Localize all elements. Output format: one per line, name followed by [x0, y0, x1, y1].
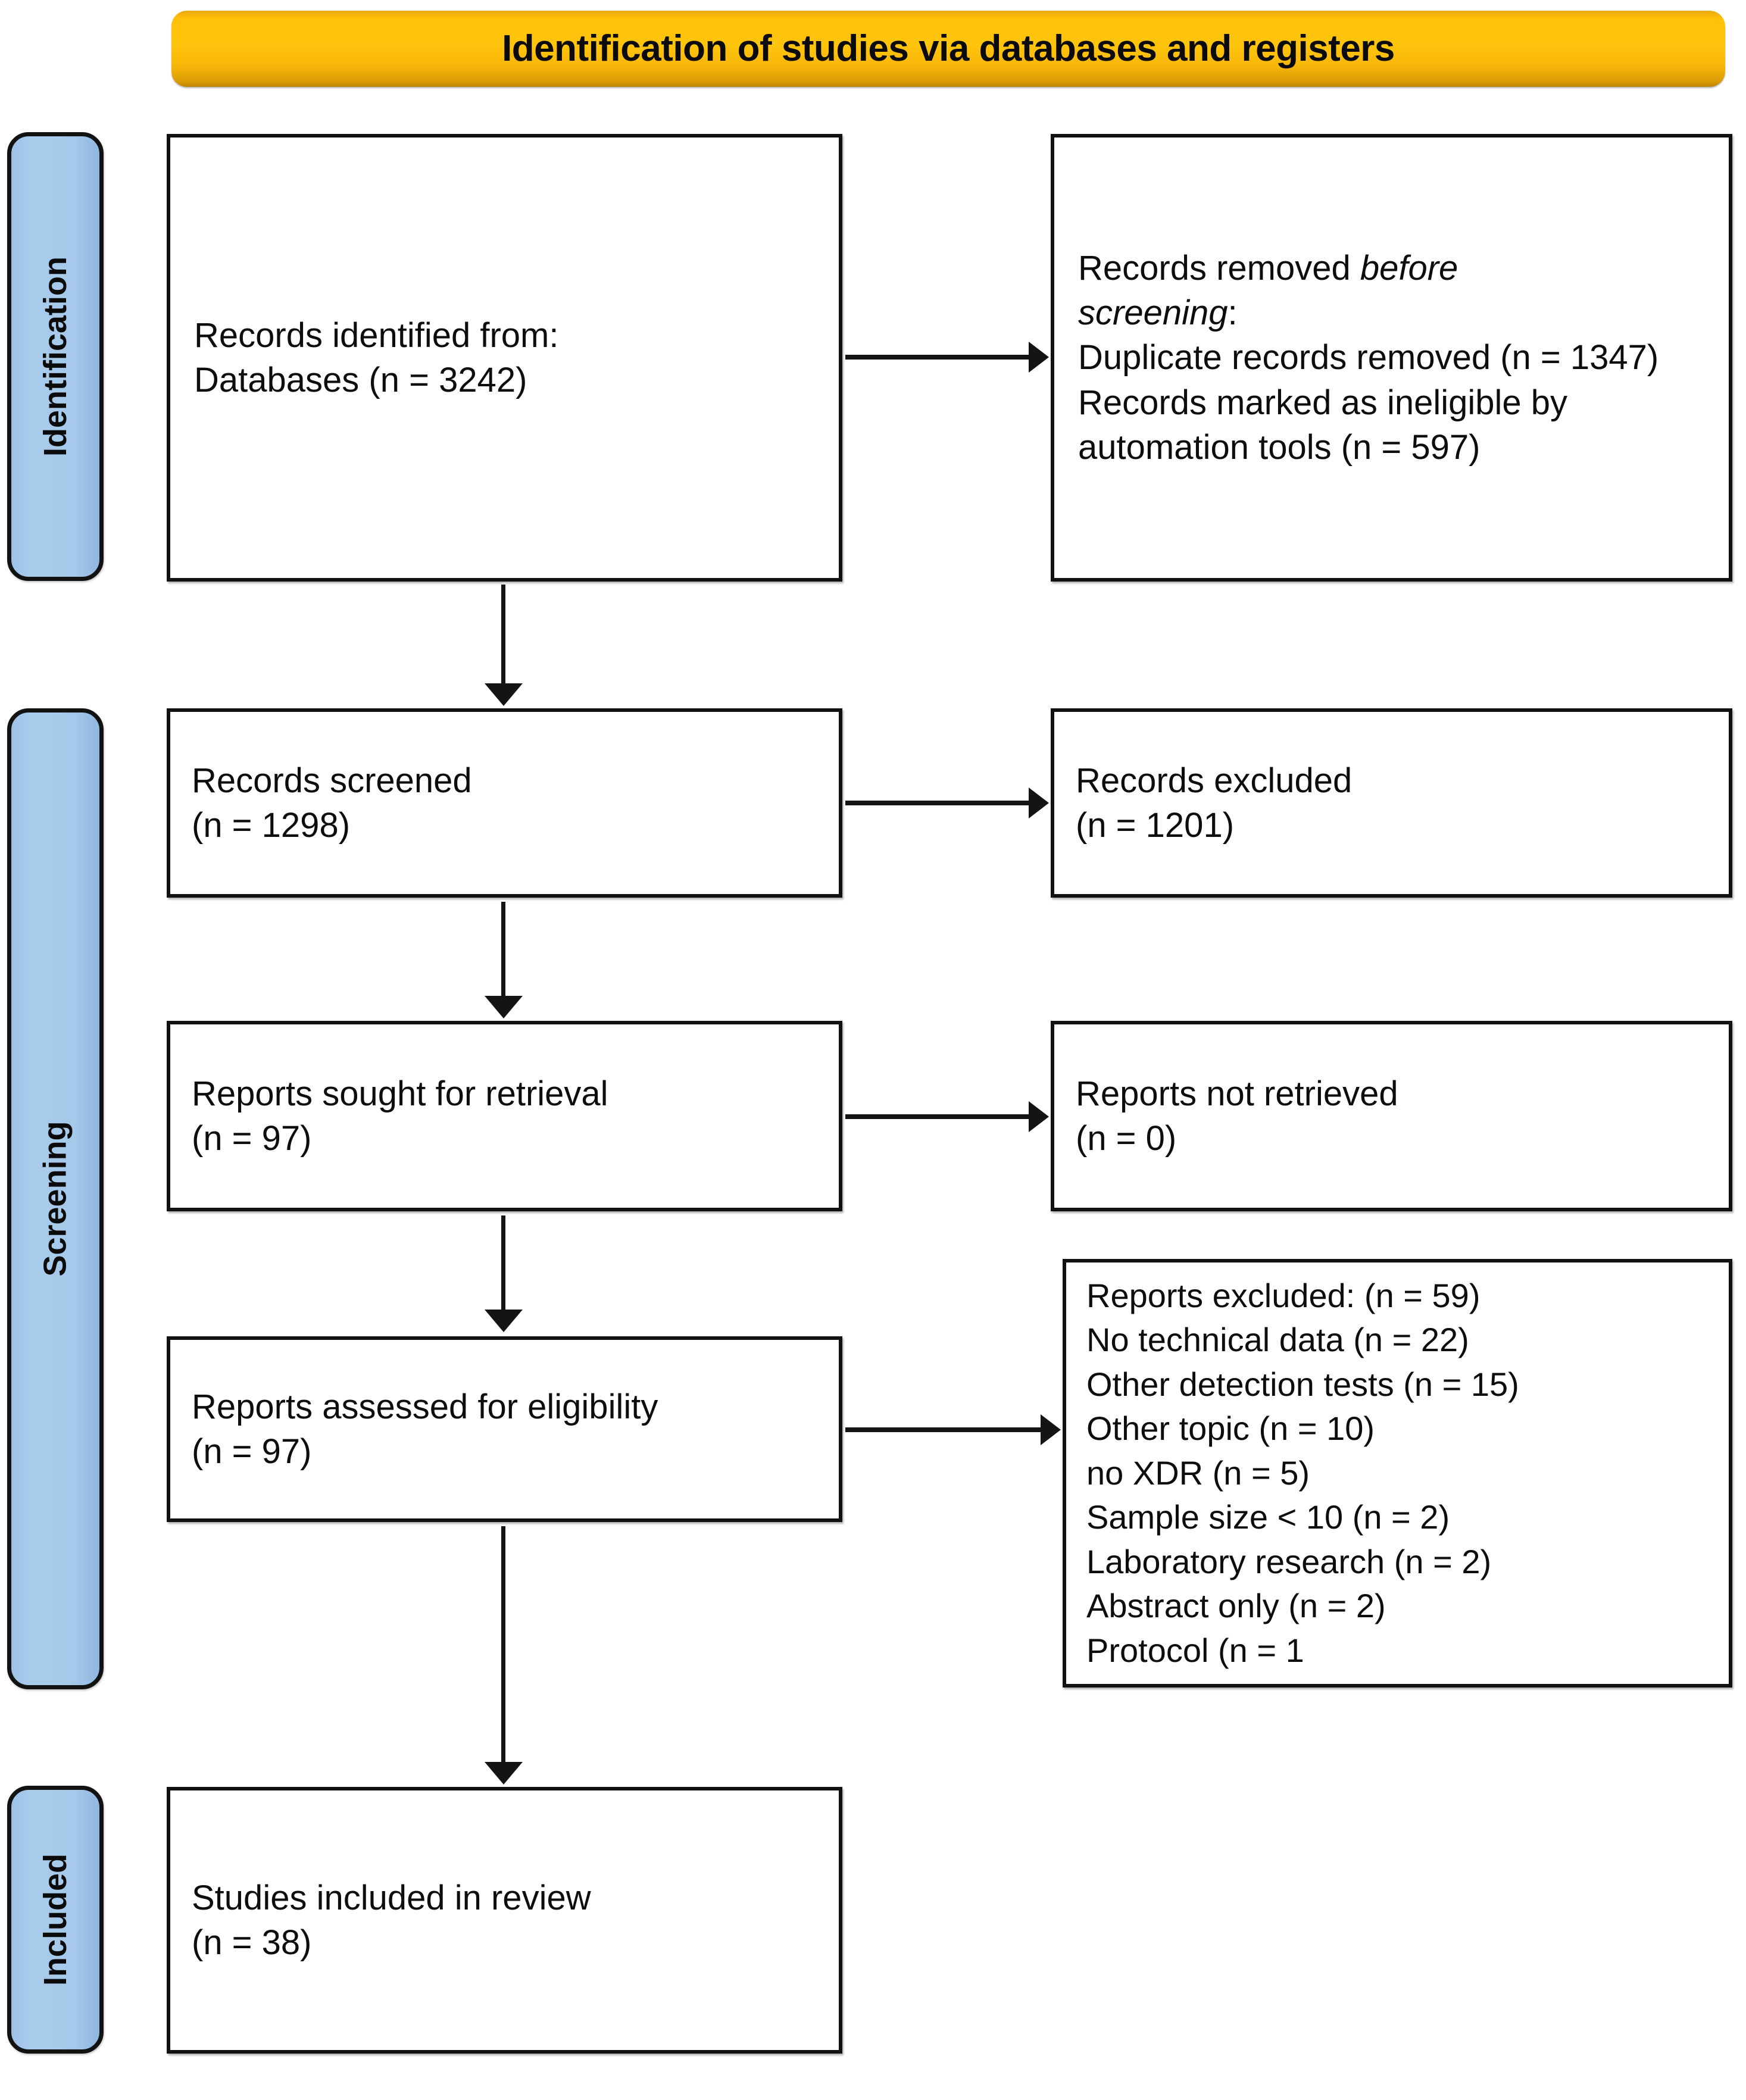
node-reports-excluded: Reports excluded: (n = 59) No technical … — [1063, 1259, 1732, 1688]
node-reports-excluded-line-1: Reports excluded: (n = 59) — [1086, 1276, 1480, 1314]
node-reports-excluded-content: Reports excluded: (n = 59) No technical … — [1066, 1274, 1729, 1673]
node-records-removed-line-1-prefix: Records removed — [1078, 248, 1360, 288]
stage-label-identification: Identification — [7, 132, 104, 581]
node-records-excluded: Records excluded (n = 1201) — [1051, 708, 1732, 898]
node-reports-not-retrieved-content: Reports not retrieved (n = 0) — [1054, 1071, 1729, 1161]
node-records-removed-line-2: screening: — [1078, 290, 1707, 335]
diagram-header-banner: Identification of studies via databases … — [171, 11, 1725, 87]
node-reports-assessed-content: Reports assessed for eligibility (n = 97… — [170, 1385, 839, 1474]
arrow-assessed-to-reports-excluded-icon — [845, 1427, 1043, 1432]
node-records-excluded-line-1: Records excluded — [1076, 761, 1353, 800]
node-studies-included-line-2: (n = 38) — [192, 1923, 312, 1962]
arrow-identified-to-removed-icon — [845, 355, 1031, 360]
stage-label-included-text: Included — [38, 1853, 74, 1986]
arrow-screened-to-sought-icon — [501, 902, 505, 998]
stage-label-screening: Screening — [7, 708, 104, 1689]
node-reports-sought: Reports sought for retrieval (n = 97) — [167, 1021, 842, 1211]
node-records-identified-line-2: Databases (n = 3242) — [194, 361, 527, 399]
node-records-screened: Records screened (n = 1298) — [167, 708, 842, 898]
node-reports-excluded-line-9: Protocol (n = 1 — [1086, 1631, 1304, 1669]
node-reports-excluded-line-2: No technical data (n = 22) — [1086, 1321, 1469, 1359]
node-records-removed: Records removed before screening: Duplic… — [1051, 134, 1732, 582]
node-reports-sought-line-2: (n = 97) — [192, 1119, 312, 1158]
node-studies-included-line-1: Studies included in review — [192, 1878, 591, 1917]
node-reports-assessed: Reports assessed for eligibility (n = 97… — [167, 1336, 842, 1522]
node-records-screened-line-1: Records screened — [192, 761, 472, 800]
diagram-title: Identification of studies via databases … — [502, 27, 1395, 69]
node-reports-excluded-line-6: Sample size < 10 (n = 2) — [1086, 1498, 1450, 1536]
node-reports-sought-content: Reports sought for retrieval (n = 97) — [170, 1071, 839, 1161]
node-records-removed-line-1: Records removed before — [1078, 246, 1707, 290]
node-reports-not-retrieved-line-1: Reports not retrieved — [1076, 1074, 1398, 1113]
node-reports-excluded-line-4: Other topic (n = 10) — [1086, 1410, 1375, 1448]
stage-label-included: Included — [7, 1786, 104, 2054]
node-records-excluded-content: Records excluded (n = 1201) — [1054, 758, 1729, 848]
arrow-sought-to-notretrieved-icon — [845, 1114, 1031, 1119]
node-studies-included-content: Studies included in review (n = 38) — [170, 1876, 839, 1965]
arrow-screened-to-excluded-icon — [845, 801, 1031, 805]
stage-label-screening-text: Screening — [38, 1121, 73, 1277]
node-reports-assessed-line-1: Reports assessed for eligibility — [192, 1387, 658, 1426]
node-reports-excluded-line-7: Laboratory research (n = 2) — [1086, 1542, 1492, 1580]
node-reports-excluded-line-8: Abstract only (n = 2) — [1086, 1587, 1386, 1625]
node-records-removed-line-4: Records marked as ineligible by automati… — [1078, 383, 1568, 467]
node-records-identified: Records identified from: Databases (n = … — [167, 134, 842, 582]
node-reports-sought-line-1: Reports sought for retrieval — [192, 1074, 608, 1113]
node-records-screened-line-2: (n = 1298) — [192, 806, 351, 845]
node-reports-excluded-line-5: no XDR (n = 5) — [1086, 1454, 1310, 1492]
arrow-assessed-to-included-icon — [501, 1526, 505, 1764]
node-records-removed-content: Records removed before screening: Duplic… — [1054, 246, 1729, 470]
node-records-removed-line-2-italic: screening — [1078, 293, 1228, 332]
node-records-excluded-line-2: (n = 1201) — [1076, 806, 1235, 845]
node-studies-included: Studies included in review (n = 38) — [167, 1787, 842, 2054]
node-reports-not-retrieved: Reports not retrieved (n = 0) — [1051, 1021, 1732, 1211]
node-records-identified-line-1: Records identified from: — [194, 315, 559, 355]
stage-label-identification-text: Identification — [38, 257, 73, 457]
node-records-removed-line-3: Duplicate records removed (n = 1347) — [1078, 338, 1659, 377]
arrow-sought-to-assessed-icon — [501, 1215, 505, 1312]
node-records-removed-line-2-suffix: : — [1227, 293, 1238, 332]
arrow-identified-to-screened-icon — [501, 585, 505, 686]
node-records-screened-content: Records screened (n = 1298) — [170, 758, 839, 848]
node-records-identified-content: Records identified from: Databases (n = … — [170, 313, 839, 403]
node-records-removed-line-1-italic: before — [1360, 248, 1458, 288]
node-reports-not-retrieved-line-2: (n = 0) — [1076, 1119, 1177, 1158]
node-reports-assessed-line-2: (n = 97) — [192, 1432, 312, 1471]
node-reports-excluded-line-3: Other detection tests (n = 15) — [1086, 1365, 1519, 1403]
